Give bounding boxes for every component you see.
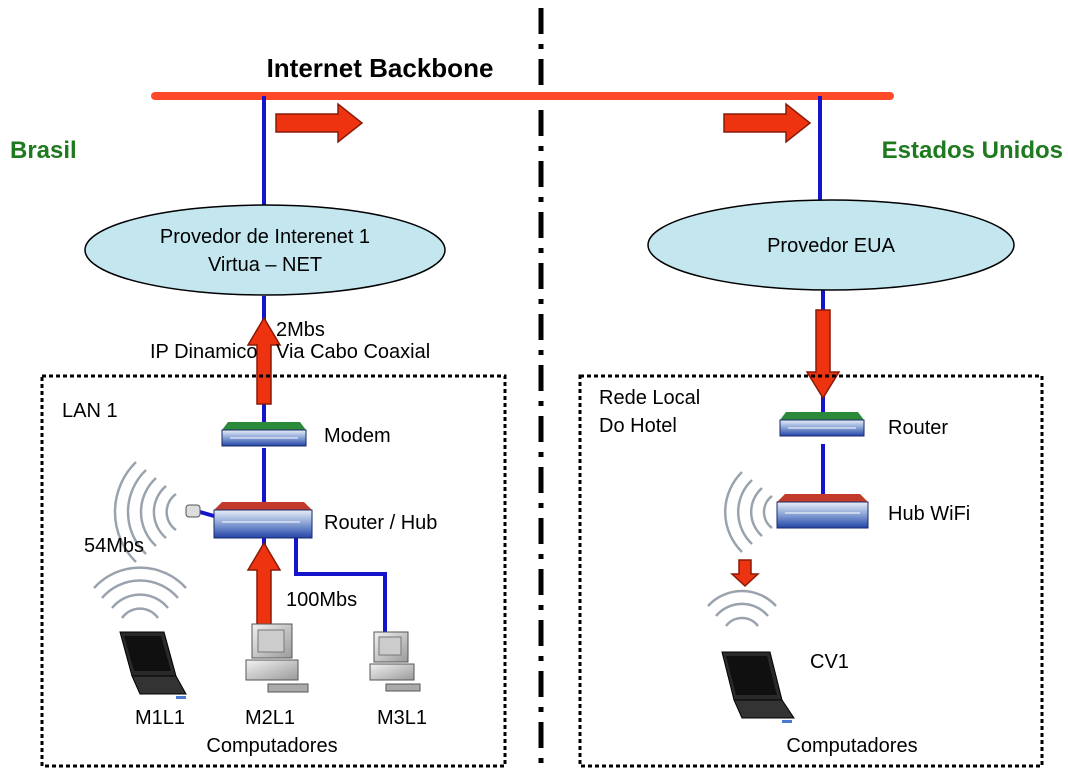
antenna-icon bbox=[185, 504, 215, 518]
desktop-pc-icon bbox=[245, 623, 309, 693]
provider-1-ellipse bbox=[84, 204, 446, 296]
wifi-speed-label: 54Mbs bbox=[84, 535, 144, 557]
wifi-signal-icon bbox=[113, 461, 177, 563]
router-hub-icon bbox=[213, 502, 313, 539]
hub-wifi-icon bbox=[776, 494, 869, 529]
link-medium-label: Via Cabo Coaxial bbox=[276, 341, 430, 363]
router-label: Router bbox=[888, 417, 948, 439]
wifi-downlink-arrow-icon bbox=[730, 559, 760, 588]
backbone-title: Internet Backbone bbox=[267, 53, 494, 83]
provider-eua-ellipse bbox=[647, 199, 1015, 291]
hub-wifi-label: Hub WiFi bbox=[888, 503, 970, 525]
uplink-arrow-icon bbox=[246, 316, 282, 405]
hotel-lan-label-line2: Do Hotel bbox=[599, 415, 677, 437]
laptop-icon bbox=[721, 651, 795, 723]
modem-label: Modem bbox=[324, 425, 391, 447]
hotel-lan-box bbox=[578, 374, 1044, 768]
link-speed-label: 2Mbs bbox=[276, 319, 325, 341]
computer-label: M1L1 bbox=[135, 707, 185, 729]
lan-uplink-arrow-icon bbox=[246, 541, 282, 629]
region-brasil: Brasil bbox=[10, 137, 77, 164]
laptop-icon bbox=[119, 631, 187, 699]
computer-label: M3L1 bbox=[377, 707, 427, 729]
modem-icon bbox=[221, 422, 307, 447]
lan-1-box bbox=[40, 374, 507, 768]
link-ip-label: IP Dinamico bbox=[150, 341, 257, 363]
hotel-lan-label-line1: Rede Local bbox=[599, 387, 700, 409]
wifi-signal-icon bbox=[93, 566, 187, 619]
provider-1-subname: Virtua – NET bbox=[208, 254, 322, 276]
wired-speed-label: 100Mbs bbox=[286, 589, 357, 611]
wifi-signal-icon bbox=[724, 471, 773, 553]
desktop-pc-icon bbox=[369, 631, 421, 692]
provider-1-name: Provedor de Interenet 1 bbox=[160, 226, 370, 248]
computers-caption-left: Computadores bbox=[206, 735, 337, 757]
computer-label: M2L1 bbox=[245, 707, 295, 729]
provider-eua-name: Provedor EUA bbox=[767, 235, 895, 257]
downlink-arrow-icon bbox=[805, 309, 841, 400]
lan-1-label: LAN 1 bbox=[62, 400, 118, 422]
traffic-arrow-icon bbox=[275, 102, 364, 144]
computers-caption-right: Computadores bbox=[786, 735, 917, 757]
traffic-arrow-icon bbox=[723, 102, 812, 144]
router-m3-link bbox=[294, 538, 387, 632]
computer-label: CV1 bbox=[810, 651, 849, 673]
router-icon bbox=[779, 412, 865, 437]
wifi-signal-icon bbox=[707, 589, 777, 627]
region-estados-unidos: Estados Unidos bbox=[882, 137, 1063, 164]
router-hub-label: Router / Hub bbox=[324, 512, 437, 534]
